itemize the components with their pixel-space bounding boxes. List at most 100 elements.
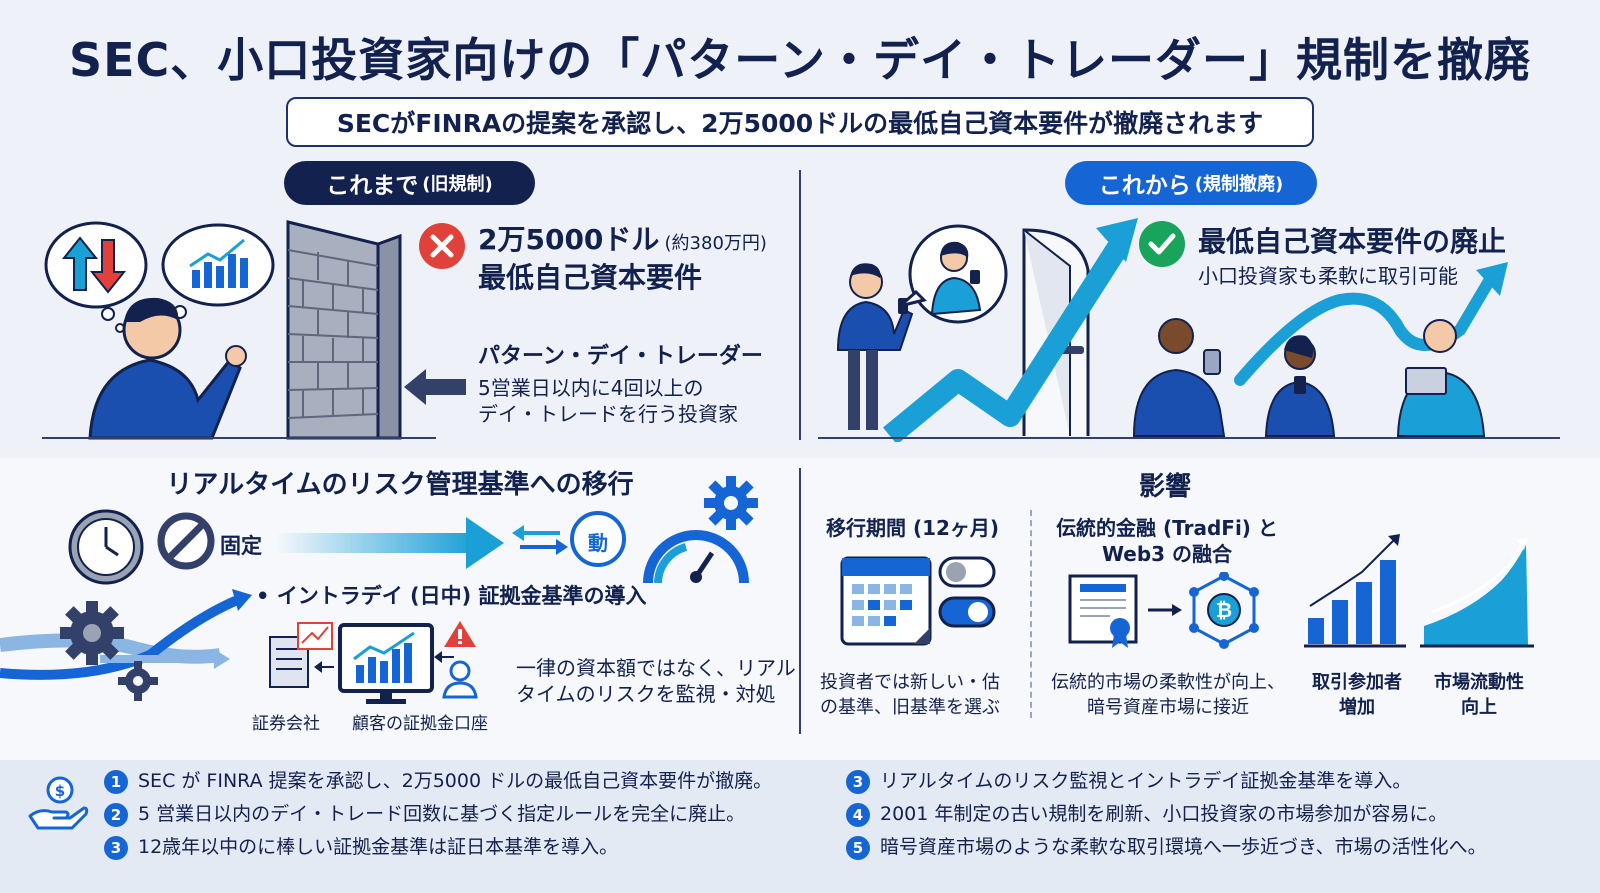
summary-text: SEC が FINRA 提案を承認し、2万5000 ドルの最低自己資本要件が撤廃… [138,770,773,792]
chat-bubble-person-icon [899,224,1008,324]
pdt-title: パターン・デイ・トレーダー [478,344,763,369]
fixed-label: 固定 [220,534,262,558]
before-illustration [44,220,402,440]
summary-number: 3 [846,769,870,794]
requirement-title: 最低自己資本要件 [478,261,703,294]
summary-right-item: 3 リアルタイムのリスク監視とイントラデイ証拠金基準を導入。 [846,766,1487,799]
pdt-line2: デイ・トレードを行う投資家 [478,402,738,426]
summary-number: 1 [104,769,128,794]
document-icon [269,622,334,688]
fusion-illustration: ₿ [1068,572,1259,649]
page-title: SEC、小口投資家向けの「パターン・デイ・トレーダー」規制を撤廃 [68,33,1531,87]
pdt-line1: 5営業日以内に4回以上の [478,376,704,400]
impact-title: 影響 [1138,472,1191,502]
after-label-note: (規制撤廃) [1194,174,1284,195]
bitcoin-network-icon: ₿ [1189,572,1259,649]
calendar-icon [840,556,932,646]
before-label-pill: これまで (旧規制) [284,161,535,205]
after-label-pill: これから (規制撤廃) [1065,161,1317,205]
left-arrow-icon [404,369,466,405]
period-illustration [840,556,996,646]
up-down-arrows-icon [44,221,148,309]
dynamic-badge [570,511,626,567]
summary-text: 12歳年以中のに棒しい証拠金基準は証日本基準を導入。 [138,836,619,858]
exchange-arrows-icon [512,525,568,555]
prohibited-icon [157,512,215,570]
impact-divider [1030,510,1032,718]
before-label-note: (旧規制) [422,174,493,195]
dynamic-label: 動 [588,531,608,555]
top-divider [799,170,801,440]
account-label: 顧客の証拠金口座 [352,714,488,734]
transition-desc-line2: タイムのリスクを監視・対処 [516,682,776,706]
after-headline: 最低自己資本要件の廃止 [1198,225,1507,258]
gear-icon [60,601,124,665]
after-ground-line [818,437,1560,439]
summary-footer [0,760,1600,893]
summary-right: 3 リアルタイムのリスク監視とイントラデイ証拠金基準を導入。 4 2001 年制定の… [846,766,1487,865]
requirement-amount: 2万5000ドル [478,223,660,256]
subtitle-box: SECがFINRAの提案を承認し、2万5000ドルの最低自己資本要件が撤廃されま… [286,97,1314,147]
summary-number: 2 [104,802,128,827]
growth-illustration [1304,534,1534,648]
monitor-chart-icon [338,623,434,704]
transition-title-text: リアルタイムのリスク管理基準への移行 [166,470,634,500]
brick-wall-icon [286,220,402,440]
after-illustration [836,218,1508,442]
right-arrow-icon [276,517,504,569]
subtitle-text: SECがFINRAの提案を承認し、2万5000ドルの最低自己資本要件が撤廃されま… [336,109,1264,138]
transition-desc-line1: 一律の資本額ではなく、リアル [516,656,796,680]
requirement-note: (約380万円) [664,233,767,254]
group-people-icon [1132,318,1486,437]
certificate-icon [1068,574,1138,648]
period-line1: 投資者では新しい・估 [820,672,1000,693]
after-label: これから [1098,173,1191,199]
summary-left-item: 3 12歳年以中のに棒しい証拠金基準は証日本基準を導入。 [104,832,772,865]
before-label: これまで [326,173,419,199]
summary-right-item: 5 暗号資産市場のような柔軟な取引環境へ一歩近づき、市場の活性化へ。 [846,832,1487,865]
summary-text: リアルタイムのリスク監視とイントラデイ証拠金基準を導入。 [880,770,1412,792]
requirement-amount-row: 2万5000ドル (約380万円) [478,218,767,258]
check-circle-icon [1139,221,1185,267]
intraday-illustration [0,589,478,704]
gauge-icon [643,530,749,584]
fusion-line1: 伝統的市場の柔軟性が向上、 [1051,672,1285,693]
summary-number: 4 [846,802,870,827]
broker-label: 証券会社 [252,714,320,734]
after-sub: 小口投資家も柔軟に取引可能 [1198,264,1458,288]
transition-title: リアルタイムのリスク管理基準への移行 [0,464,800,501]
intraday-text: • イントラデイ (日中) 証拠金基準の導入 [256,584,647,608]
clock-icon [68,509,144,585]
thinking-person-icon [88,297,247,440]
transition-flow [68,509,749,585]
toggle-icon [938,556,996,628]
warning-icon [434,621,476,663]
middle-divider [799,468,801,734]
gear-icon [118,661,158,701]
x-circle-icon [419,223,465,269]
gear-icon [704,476,758,530]
before-ground-line [42,437,436,439]
summary-left: 1 SEC が FINRA 提案を承認し、2万5000 ドルの最低自己資本要件が撤… [104,766,772,865]
liquidity-line1: 市場流動性 [1434,672,1524,693]
summary-text: 暗号資産市場のような柔軟な取引環境へ一歩近づき、市場の活性化へ。 [880,836,1487,858]
fusion-title1: 伝統的金融 (TradFi) と [1056,516,1278,540]
summary-text: 2001 年制定の古い規制を刷新、小口投資家の市場参加が容易に。 [880,803,1448,825]
svg-text:$: $ [55,782,65,800]
summary-left-item: 1 SEC が FINRA 提案を承認し、2万5000 ドルの最低自己資本要件が撤… [104,766,772,799]
area-chart-icon [1420,538,1534,648]
summary-number: 3 [104,835,128,860]
money-hand-icon: $ [28,776,89,830]
bar-chart-icon [1304,534,1406,648]
period-title: 移行期間 (12ヶ月) [826,516,1000,540]
liquidity-line2: 向上 [1461,697,1497,718]
participants-line2: 増加 [1339,697,1375,718]
user-icon [442,660,478,699]
summary-right-item: 4 2001 年制定の古い規制を刷新、小口投資家の市場参加が容易に。 [846,799,1487,832]
phone-person-icon [836,263,914,430]
flow-arrows-icon [0,589,252,680]
rising-arrow-icon [883,218,1138,442]
summary-number: 5 [846,835,870,860]
period-line2: の基準、旧基準を選ぶ [820,697,1000,718]
